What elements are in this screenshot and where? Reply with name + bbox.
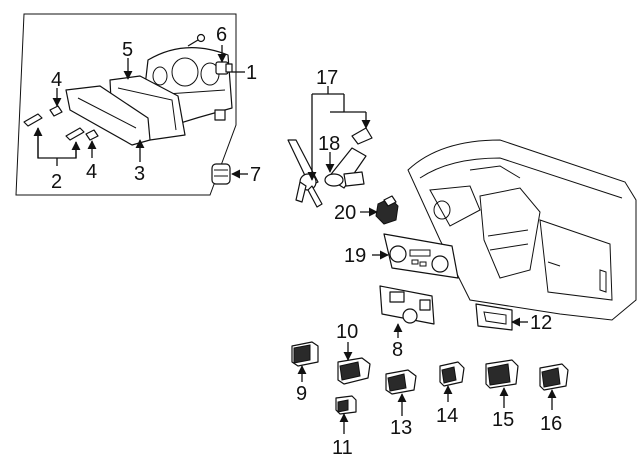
switch-15[interactable] (485, 359, 519, 389)
callout-7: 7 (250, 164, 261, 186)
switch-20[interactable] (375, 195, 399, 225)
callout-18: 18 (318, 133, 340, 155)
bulb-2-left[interactable] (23, 113, 43, 127)
bulb-socket-6[interactable] (215, 61, 233, 75)
leader-2 (37, 128, 77, 159)
callout-11: 11 (332, 437, 353, 459)
switch-13[interactable] (385, 369, 417, 395)
callout-16: 16 (540, 413, 562, 435)
callout-13: 13 (390, 417, 412, 439)
callout-8: 8 (392, 339, 403, 361)
clip-4-lower[interactable] (85, 129, 99, 141)
cluster-trim-panel[interactable] (65, 85, 151, 146)
callout-12: 12 (530, 312, 552, 334)
cluster-group-frame (15, 13, 237, 196)
switch-16[interactable] (539, 363, 569, 391)
instrument-panel (407, 139, 637, 321)
combination-switch-18[interactable] (324, 127, 373, 189)
switch-panel-8[interactable] (379, 285, 435, 325)
switch-11[interactable] (335, 395, 357, 415)
bulb-7[interactable] (211, 163, 231, 185)
switch-14[interactable] (439, 361, 465, 387)
callout-3: 3 (134, 163, 145, 185)
callout-6: 6 (216, 24, 227, 46)
callout-17: 17 (316, 67, 338, 89)
callout-10: 10 (336, 321, 358, 343)
switch-12[interactable] (475, 303, 513, 331)
callout-19: 19 (344, 245, 366, 267)
clip-4-upper[interactable] (49, 105, 63, 117)
climate-control-19[interactable] (383, 233, 459, 279)
wiper-switch-stalk[interactable] (287, 139, 323, 208)
callout-4a: 4 (51, 69, 62, 91)
callout-1: 1 (246, 62, 257, 84)
screw[interactable] (187, 33, 206, 47)
callout-14: 14 (436, 405, 458, 427)
callout-9: 9 (296, 383, 307, 405)
callout-15: 15 (492, 409, 514, 431)
switch-10[interactable] (337, 357, 371, 385)
switch-9[interactable] (291, 341, 319, 367)
callout-2: 2 (51, 171, 62, 193)
callout-20: 20 (334, 202, 356, 224)
bulb-2-right[interactable] (65, 127, 85, 141)
callout-4b: 4 (86, 161, 97, 183)
callout-5: 5 (122, 39, 133, 61)
